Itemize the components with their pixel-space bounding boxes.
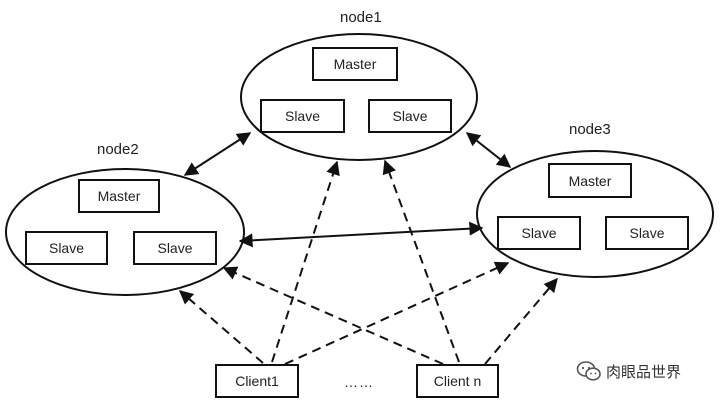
- node1-slave-a: Slave: [260, 99, 345, 133]
- node2-slave-b: Slave: [133, 231, 217, 265]
- node2-master: Master: [78, 179, 160, 213]
- clientn-box: Client n: [416, 364, 499, 398]
- node2-label: node2: [97, 141, 139, 158]
- node2-slave-a: Slave: [25, 231, 108, 265]
- clientn-to-node2: [222, 266, 444, 365]
- watermark-text: 肉眼品世界: [606, 363, 682, 381]
- clientn-to-node1: [382, 159, 460, 363]
- node1-slave-b: Slave: [368, 99, 452, 133]
- node1-master: Master: [312, 47, 398, 81]
- client1-to-node3: [284, 261, 510, 365]
- wechat-icon: [576, 361, 601, 381]
- node1-label: node1: [340, 9, 382, 26]
- node3-slave-b: Slave: [605, 216, 689, 250]
- node1-ellipse: [240, 33, 478, 161]
- clientn-to-node3: [484, 277, 558, 365]
- node3-slave-a: Slave: [497, 216, 581, 250]
- client1-to-node2: [178, 290, 264, 364]
- link-node1-node3: [465, 132, 512, 168]
- link-node1-node2: [183, 132, 252, 176]
- client1-box: Client1: [215, 364, 299, 398]
- link-node2-node3: [238, 221, 484, 248]
- node3-ellipse: [476, 150, 714, 278]
- client1-to-node1: [271, 160, 340, 363]
- client-ellipsis: ……: [344, 374, 374, 390]
- node3-label: node3: [569, 121, 611, 138]
- node3-master: Master: [548, 163, 632, 198]
- watermark: 肉眼品世界: [576, 360, 681, 382]
